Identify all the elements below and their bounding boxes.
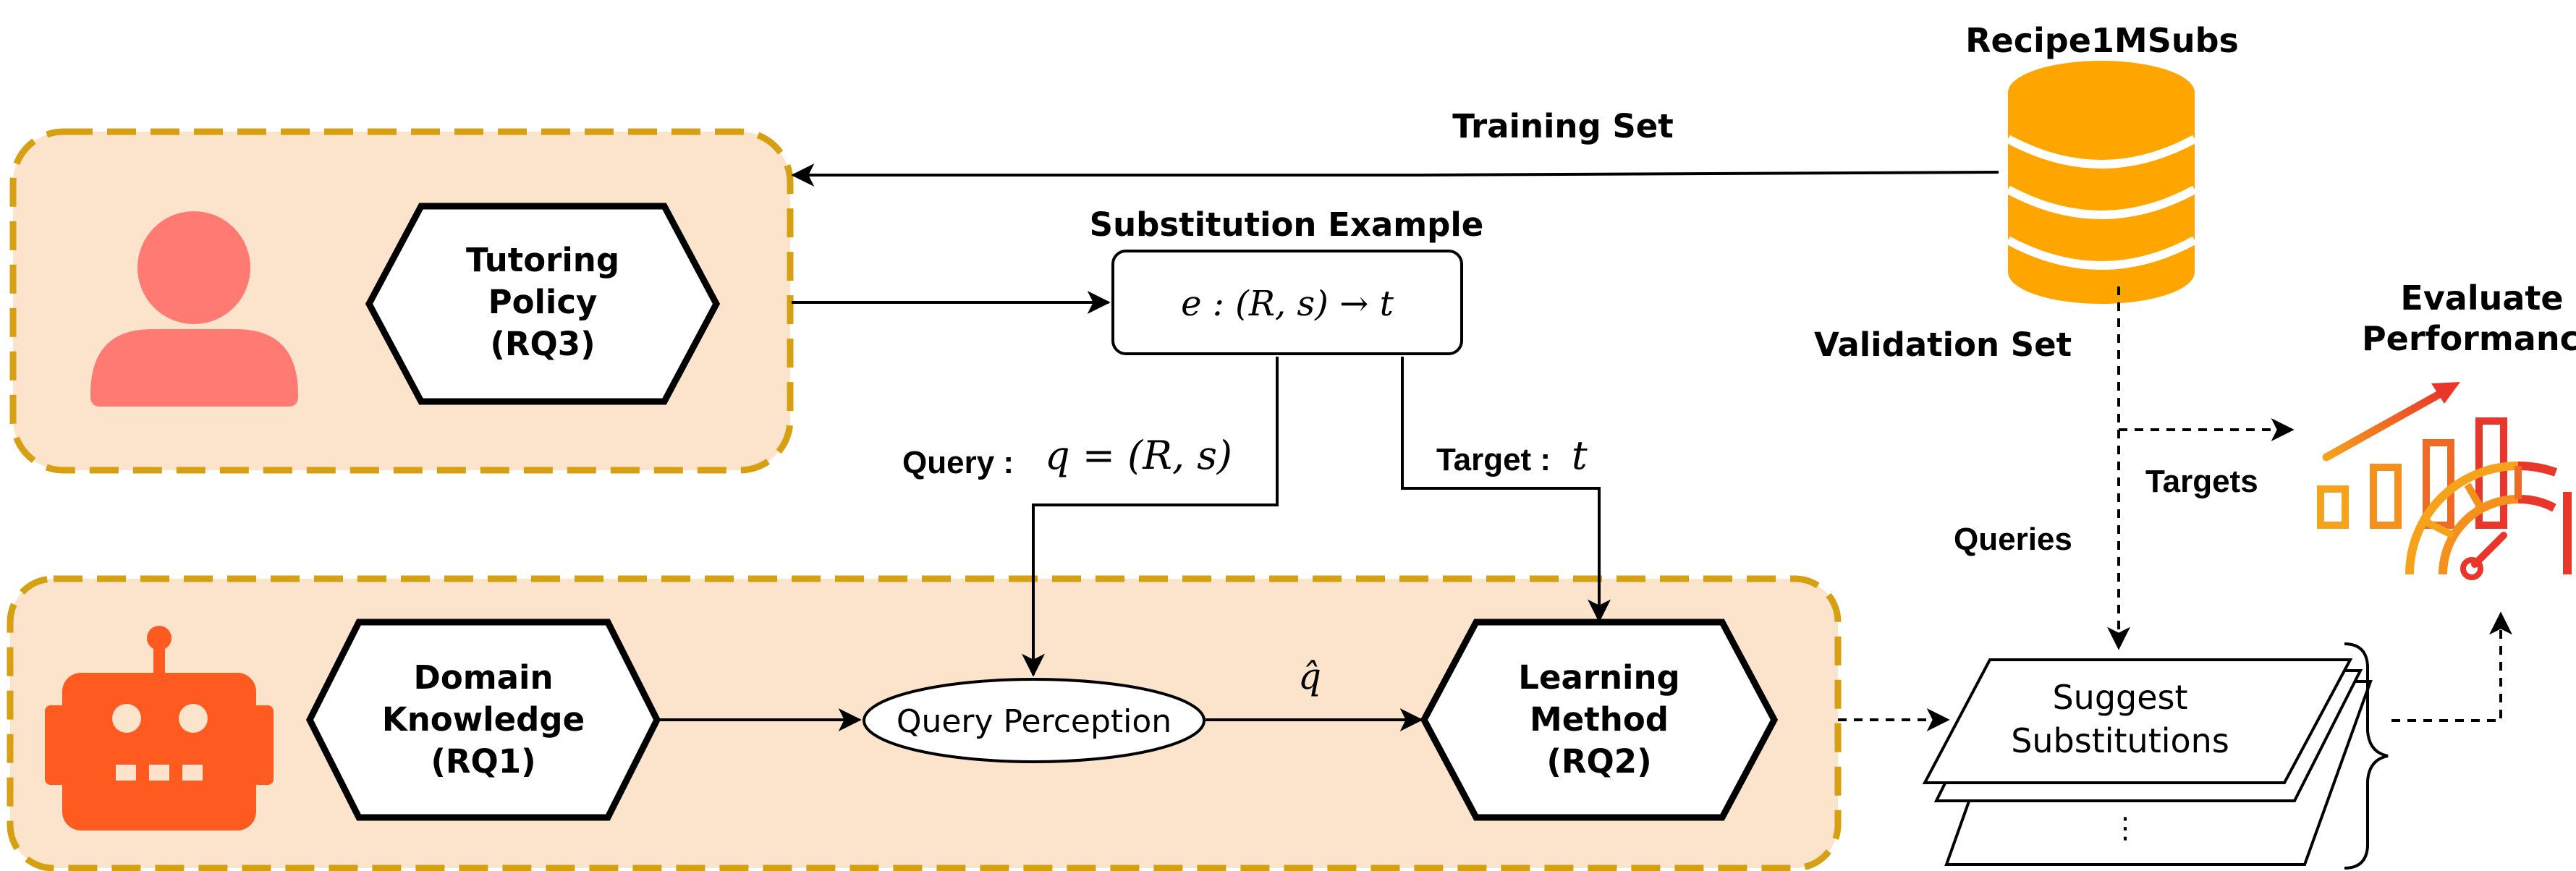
substitution-example-title: Substitution Example xyxy=(1090,205,1484,244)
query-label: Query : xyxy=(902,445,1014,480)
evaluate-line2: Performance xyxy=(2362,319,2576,358)
learning-method-line3: (RQ2) xyxy=(1546,742,1651,781)
learning-method-line2: Method xyxy=(1530,700,1669,739)
target-arrow xyxy=(1401,357,1611,623)
performance-icon xyxy=(2317,382,2572,580)
query-arrow xyxy=(1022,357,1279,677)
tutoring-policy-line1: Tutoring xyxy=(466,241,619,279)
curly-brace xyxy=(2344,642,2389,870)
targets-label: Targets xyxy=(2145,464,2258,499)
training-set-label: Training Set xyxy=(1452,107,1674,145)
tutoring-policy-line2: Policy xyxy=(488,283,598,321)
evaluate-line1: Evaluate xyxy=(2400,279,2563,318)
suggest-dots: ⋮ xyxy=(2111,812,2140,845)
tutoring-policy-line3: (RQ3) xyxy=(490,325,595,363)
domain-knowledge-hexagon xyxy=(305,619,661,821)
dataset-title: Recipe1MSubs xyxy=(1965,21,2239,60)
suggest-line1: Suggest xyxy=(2052,678,2187,717)
validation-set-label: Validation Set xyxy=(1814,326,2072,364)
query-perception-label: Query Perception xyxy=(897,703,1172,740)
target-formula: t xyxy=(1572,433,1588,478)
training-set-arrow xyxy=(791,163,1999,187)
substitution-example-formula: e : (R, s) → t xyxy=(1181,284,1394,324)
learning-method-line1: Learning xyxy=(1518,658,1679,697)
learning-method-hexagon xyxy=(1420,619,1779,821)
domain-knowledge-line3: (RQ1) xyxy=(431,742,535,781)
query-perception-ellipse xyxy=(863,678,1206,763)
database-icon xyxy=(2006,61,2197,304)
substitution-example-box xyxy=(1111,250,1463,355)
query-formula: q = (R, s) xyxy=(1045,433,1232,478)
suggest-stack xyxy=(1922,658,2373,866)
queries-label: Queries xyxy=(1954,522,2072,557)
target-label: Target : xyxy=(1436,442,1551,477)
robot-icon xyxy=(45,626,274,830)
suggest-line2: Substitutions xyxy=(2011,721,2229,760)
domain-knowledge-line2: Knowledge xyxy=(382,700,585,739)
tutoring-policy-hexagon xyxy=(365,203,721,405)
suggest-to-evaluate-arrow xyxy=(2391,611,2512,722)
domain-knowledge-line1: Domain xyxy=(414,658,554,697)
q-hat-label: q̂ xyxy=(1298,655,1321,697)
person-icon xyxy=(90,211,298,407)
